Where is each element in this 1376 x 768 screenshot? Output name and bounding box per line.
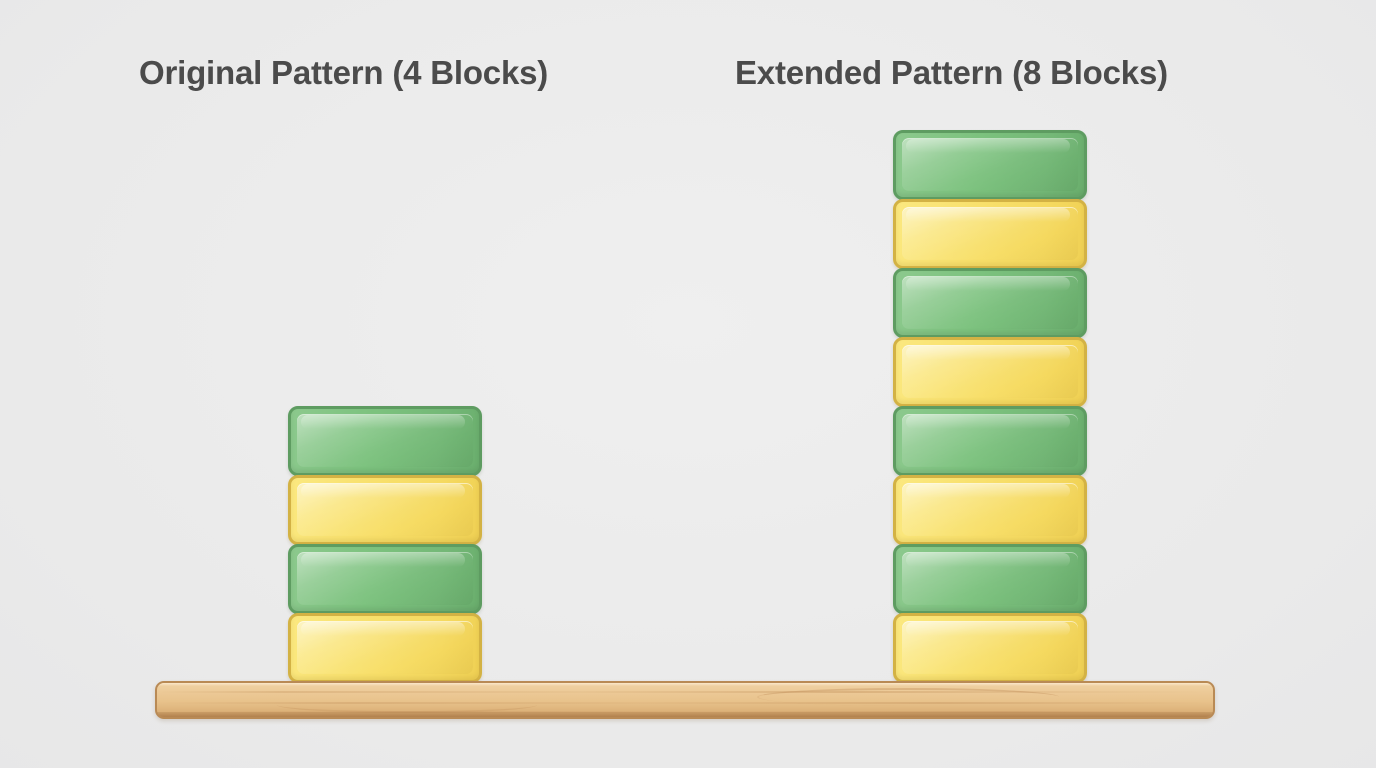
block-gloss-highlight xyxy=(297,552,473,605)
block-gloss-highlight xyxy=(297,621,473,674)
block-yellow[interactable] xyxy=(288,475,482,545)
block-top-sheen xyxy=(301,622,465,636)
block-gloss-highlight xyxy=(902,345,1078,398)
block-green[interactable] xyxy=(893,544,1087,614)
block-top-sheen xyxy=(906,415,1070,429)
block-yellow[interactable] xyxy=(893,199,1087,269)
panel-title-original: Original Pattern (4 Blocks) xyxy=(139,54,549,91)
block-top-sheen xyxy=(906,553,1070,567)
block-green[interactable] xyxy=(288,544,482,614)
block-gloss-highlight xyxy=(297,483,473,536)
block-gloss-highlight xyxy=(902,138,1078,191)
plank-grain-arc xyxy=(277,697,537,713)
block-stack-original xyxy=(288,406,482,683)
block-top-sheen xyxy=(906,484,1070,498)
block-green[interactable] xyxy=(893,268,1087,338)
block-green[interactable] xyxy=(893,406,1087,476)
plank-grain-arc xyxy=(757,688,1059,706)
block-gloss-highlight xyxy=(902,207,1078,260)
block-top-sheen xyxy=(906,208,1070,222)
plank-bottom-edge xyxy=(157,712,1213,717)
block-gloss-highlight xyxy=(902,414,1078,467)
block-stack-extended xyxy=(893,130,1087,683)
block-gloss-highlight xyxy=(902,483,1078,536)
block-top-sheen xyxy=(906,277,1070,291)
block-top-sheen xyxy=(906,346,1070,360)
plank-grain-line xyxy=(157,691,1213,693)
block-top-sheen xyxy=(301,484,465,498)
panel-title-extended: Extended Pattern (8 Blocks) xyxy=(735,54,1168,91)
wooden-plank-surface xyxy=(155,681,1215,719)
block-top-sheen xyxy=(906,139,1070,153)
plank-grain-line xyxy=(157,702,1213,704)
block-top-sheen xyxy=(301,415,465,429)
plank-top-edge xyxy=(157,683,1213,686)
block-top-sheen xyxy=(906,622,1070,636)
block-yellow[interactable] xyxy=(288,613,482,683)
block-gloss-highlight xyxy=(297,414,473,467)
block-green[interactable] xyxy=(288,406,482,476)
block-green[interactable] xyxy=(893,130,1087,200)
block-yellow[interactable] xyxy=(893,337,1087,407)
block-gloss-highlight xyxy=(902,621,1078,674)
block-top-sheen xyxy=(301,553,465,567)
block-gloss-highlight xyxy=(902,552,1078,605)
block-yellow[interactable] xyxy=(893,475,1087,545)
block-gloss-highlight xyxy=(902,276,1078,329)
block-yellow[interactable] xyxy=(893,613,1087,683)
